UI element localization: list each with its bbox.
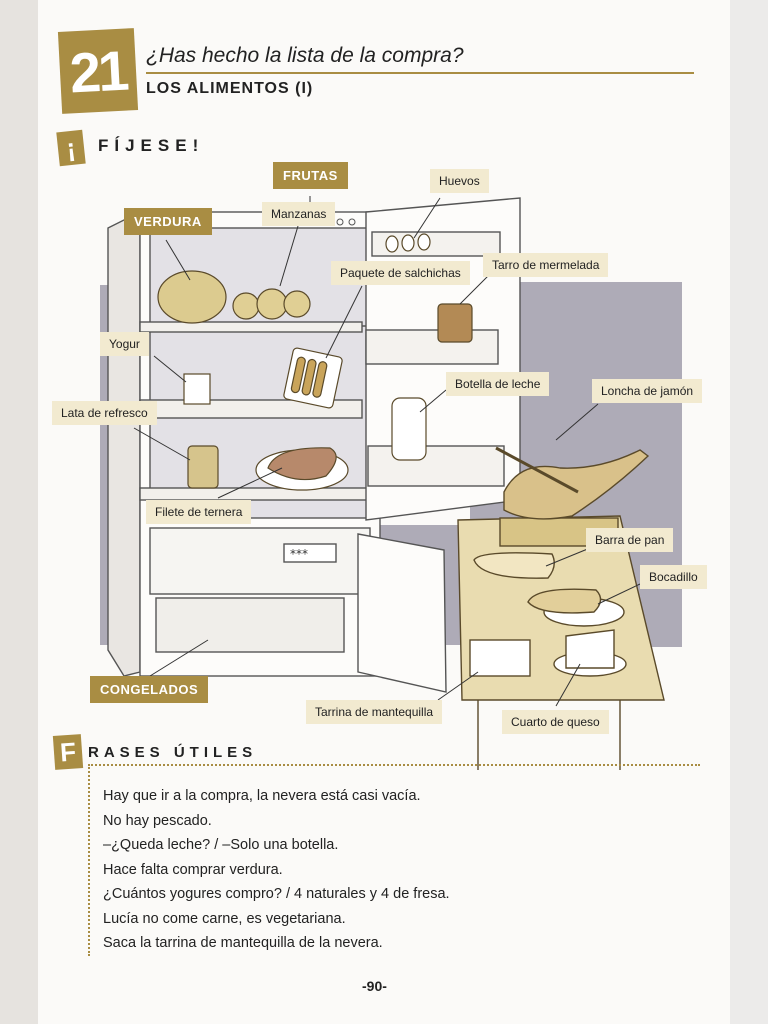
butter-tub [469,639,531,677]
label-lata-refresco: Lata de refresco [52,401,157,425]
soda-can [187,445,219,489]
egg-2 [401,234,415,252]
leader-congelados [149,639,209,677]
phrase-item: Lucía no come carne, es vegetariana. [103,910,346,927]
label-bocadillo: Bocadillo [640,565,707,589]
leader-queso [555,663,581,707]
leader-huevos [413,197,441,239]
steak [267,447,337,481]
page-title: ¿Has hecho la lista de la compra? [146,44,464,67]
phrase-item: –¿Queda leche? / –Solo una botella. [103,837,339,853]
yogurt [183,373,211,405]
label-cuarto-queso: Cuarto de queso [502,710,609,734]
page-subtitle: LOS ALIMENTOS (I) [146,80,314,97]
freezer-drawer [155,597,345,653]
leader-tarrina [437,671,479,701]
phrase-item: No hay pescado. [103,812,212,829]
phrase-item: ¿Cuántos yogures compro? / 4 naturales y… [103,886,450,902]
leader-paquete [325,285,363,359]
page-right-edge [730,0,768,1024]
leader-manzanas [279,225,299,287]
egg-3 [417,233,431,251]
apple-3 [283,290,311,318]
shelf-3-edge [139,487,371,501]
leader-lata [133,427,191,461]
label-tarrina-mantequilla: Tarrina de mantequilla [306,700,443,724]
leader-botella [419,389,447,413]
leader-bocadillo [597,583,641,605]
freezer-compartment [149,527,371,595]
category-congelados: CONGELADOS [90,676,209,703]
fijese-heading: FÍJESE! [98,136,205,155]
label-manzanas: Manzanas [262,202,336,226]
leader-verdura [165,239,191,281]
leader-barra [545,547,591,567]
frases-heading: RASES ÚTILES [88,744,258,761]
door-shelf-low [367,445,505,487]
freezer-door [357,533,447,693]
cheese-wedge [565,629,615,669]
label-loncha-jamon: Loncha de jamón [592,379,703,403]
leader-tarro [459,275,489,305]
label-tarro-mermelada: Tarro de mermelada [483,253,609,277]
label-botella-leche: Botella de leche [446,372,550,396]
fridge-side [107,210,141,677]
ham-knife [495,446,579,494]
phrase-item: Hay que ir a la compra, la nevera está c… [103,788,421,804]
sausage-1 [290,356,306,394]
title-rule [146,72,694,74]
label-huevos: Huevos [430,169,489,193]
bread-loaf [473,552,555,579]
freezer-panel [283,543,337,563]
frases-badge: F [52,734,84,770]
apple-1 [232,292,260,320]
phrase-item: Hace falta comprar verdura. [103,861,283,878]
phrase-item: Saca la tarrina de mantequilla de la nev… [103,935,383,951]
leader-loncha [555,403,599,441]
page-left-edge [0,0,38,1024]
milk-bottle [391,397,427,461]
knob-1 [336,218,344,226]
frases-box [88,764,700,956]
category-verdura: VERDURA [124,208,212,235]
cabbage [157,270,227,324]
knob-2 [348,218,356,226]
sausage-2 [301,358,317,396]
leader-filete [217,467,283,499]
category-frutas: FRUTAS [273,162,348,189]
sausage-3 [312,361,328,398]
apple-2 [256,288,288,320]
freezer-mark: *** [290,547,308,561]
label-paquete-salchichas: Paquete de salchichas [331,261,470,285]
page-number: -90- [362,978,387,994]
jam-jar [437,303,473,343]
label-yogur: Yogur [100,332,149,356]
ham-leg [503,449,650,520]
shelf-1-edge [139,321,363,333]
phrase-list: Hay que ir a la compra, la nevera está c… [103,784,450,956]
sandwich [527,588,602,614]
leader-yogur [153,355,187,383]
egg-1 [385,235,399,253]
label-barra-pan: Barra de pan [586,528,674,552]
label-filete-ternera: Filete de ternera [146,500,252,524]
door-shelf-mid [365,329,499,365]
